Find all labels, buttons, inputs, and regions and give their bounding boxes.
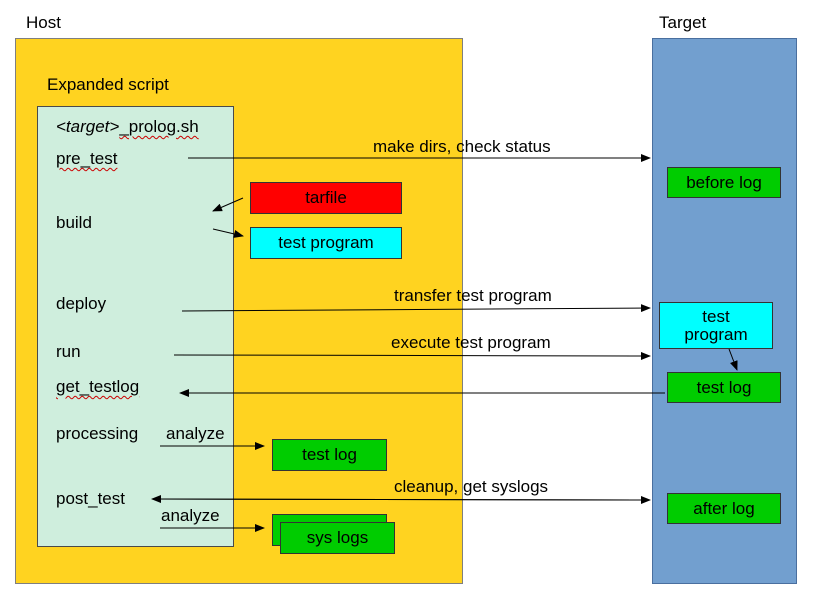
step-get-testlog: get_testlog — [56, 377, 140, 396]
step-build: build — [56, 213, 92, 232]
step-post-test: post_test — [56, 489, 125, 508]
step-deploy: deploy — [56, 294, 107, 313]
sys-logs-box: sys logs — [280, 522, 395, 554]
label-execute: execute test program — [391, 333, 551, 352]
step-run: run — [56, 342, 81, 361]
step-pre-test: pre_test — [56, 149, 118, 168]
before-log-box: before log — [667, 167, 781, 198]
label-analyze-processing: analyze — [166, 424, 225, 443]
label-analyze-post: analyze — [161, 506, 220, 525]
target-test-log-box: test log — [667, 372, 781, 403]
label-make-dirs: make dirs, check status — [373, 137, 551, 156]
script-panel — [37, 106, 234, 547]
script-filename-target: <target> — [56, 117, 120, 136]
tarfile-box: tarfile — [250, 182, 402, 214]
label-cleanup: cleanup, get syslogs — [394, 477, 549, 496]
script-filename-suffix: _prolog.sh — [119, 117, 199, 136]
host-test-program-box: test program — [250, 227, 402, 259]
after-log-box: after log — [667, 493, 781, 524]
script-filename: <target>_prolog.sh — [56, 117, 199, 137]
host-title: Host — [26, 13, 61, 32]
target-test-program-box: test program — [659, 302, 773, 349]
expanded-script-label: Expanded script — [47, 75, 169, 94]
host-test-log-box: test log — [272, 439, 387, 471]
step-processing: processing — [56, 424, 139, 443]
target-title: Target — [659, 13, 707, 32]
label-transfer: transfer test program — [394, 286, 552, 305]
